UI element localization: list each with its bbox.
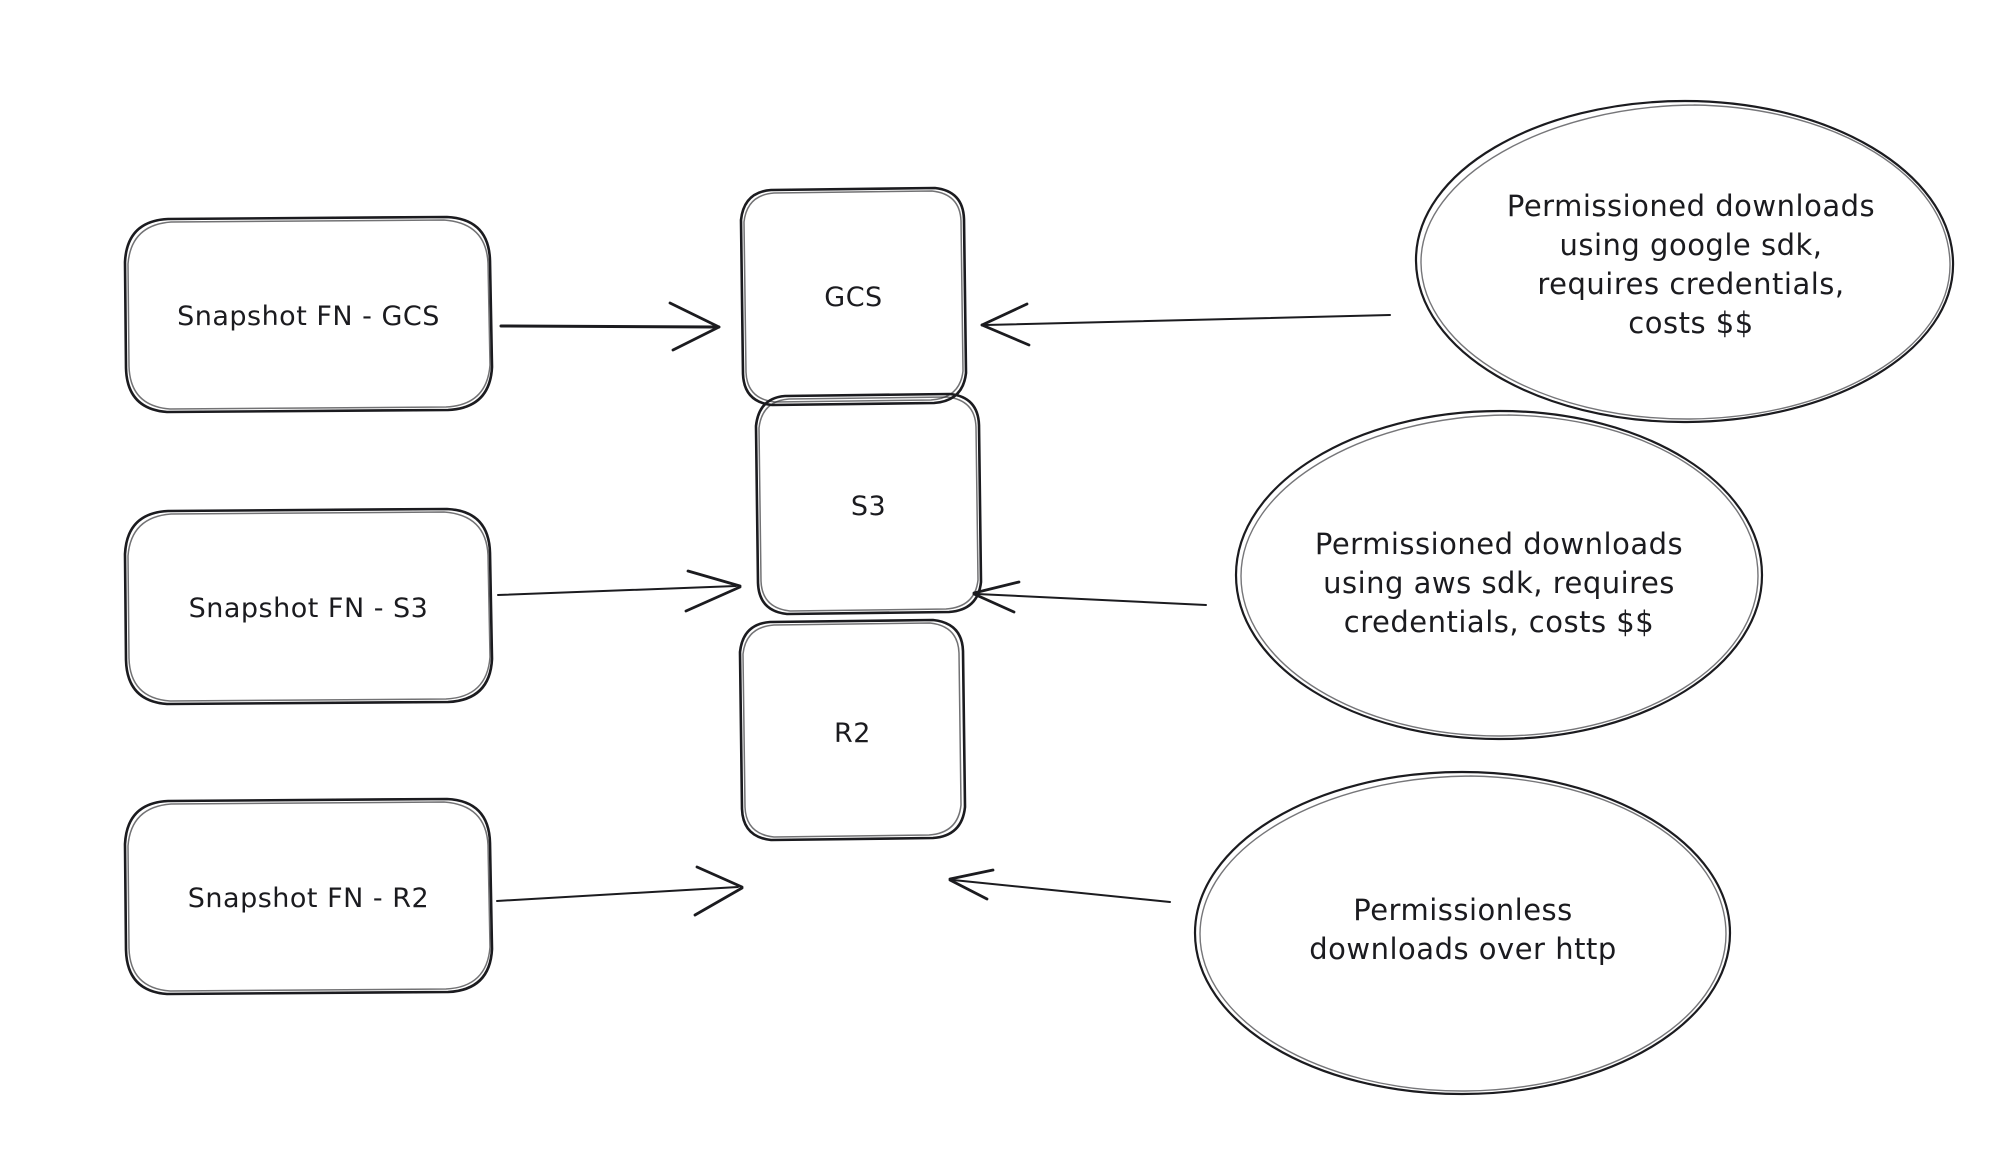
edge-arrow-fn-r2-to-r2[interactable] [496, 865, 744, 917]
note-shape-note-r2[interactable] [1193, 770, 1732, 1096]
node-shape-snapshot-fn-r2[interactable] [123, 797, 494, 996]
edge-arrow-note-gcs-to-gcs[interactable] [980, 302, 1391, 347]
note-shape-note-s3[interactable] [1234, 409, 1764, 741]
edge-arrow-fn-gcs-to-gcs[interactable] [499, 301, 721, 352]
node-shape-r2[interactable] [738, 618, 967, 842]
node-shape-s3[interactable] [754, 392, 983, 616]
node-shape-gcs[interactable] [739, 186, 968, 407]
node-shape-snapshot-fn-s3[interactable] [123, 507, 494, 706]
node-shape-snapshot-fn-gcs[interactable] [123, 215, 494, 414]
note-shape-note-gcs[interactable] [1414, 99, 1955, 424]
edge-arrow-note-s3-to-s3[interactable] [972, 580, 1207, 614]
edge-arrow-note-r2-to-r2[interactable] [948, 868, 1171, 903]
edge-arrow-fn-s3-to-s3[interactable] [497, 569, 742, 613]
